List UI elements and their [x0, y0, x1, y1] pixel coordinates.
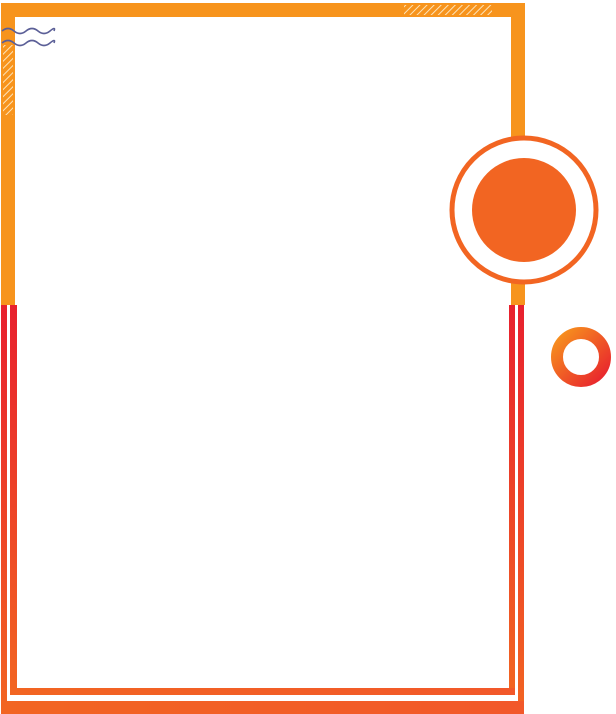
frame-bottom-border-inner	[10, 688, 515, 695]
left-hatch-accent	[3, 45, 13, 115]
top-hatch-accent	[404, 5, 492, 15]
wave-lines-icon	[1, 27, 56, 47]
frame-bottom-border-outer	[1, 701, 524, 714]
ring-icon	[551, 327, 611, 387]
frame-top-border	[1, 3, 525, 17]
concentric-circle-icon	[449, 135, 599, 285]
frame-right-border-lower-inner	[509, 305, 515, 691]
frame-left-border-lower-outer	[1, 305, 7, 714]
frame-right-border-lower-outer	[518, 305, 524, 714]
frame-left-border-lower-inner	[10, 305, 17, 691]
